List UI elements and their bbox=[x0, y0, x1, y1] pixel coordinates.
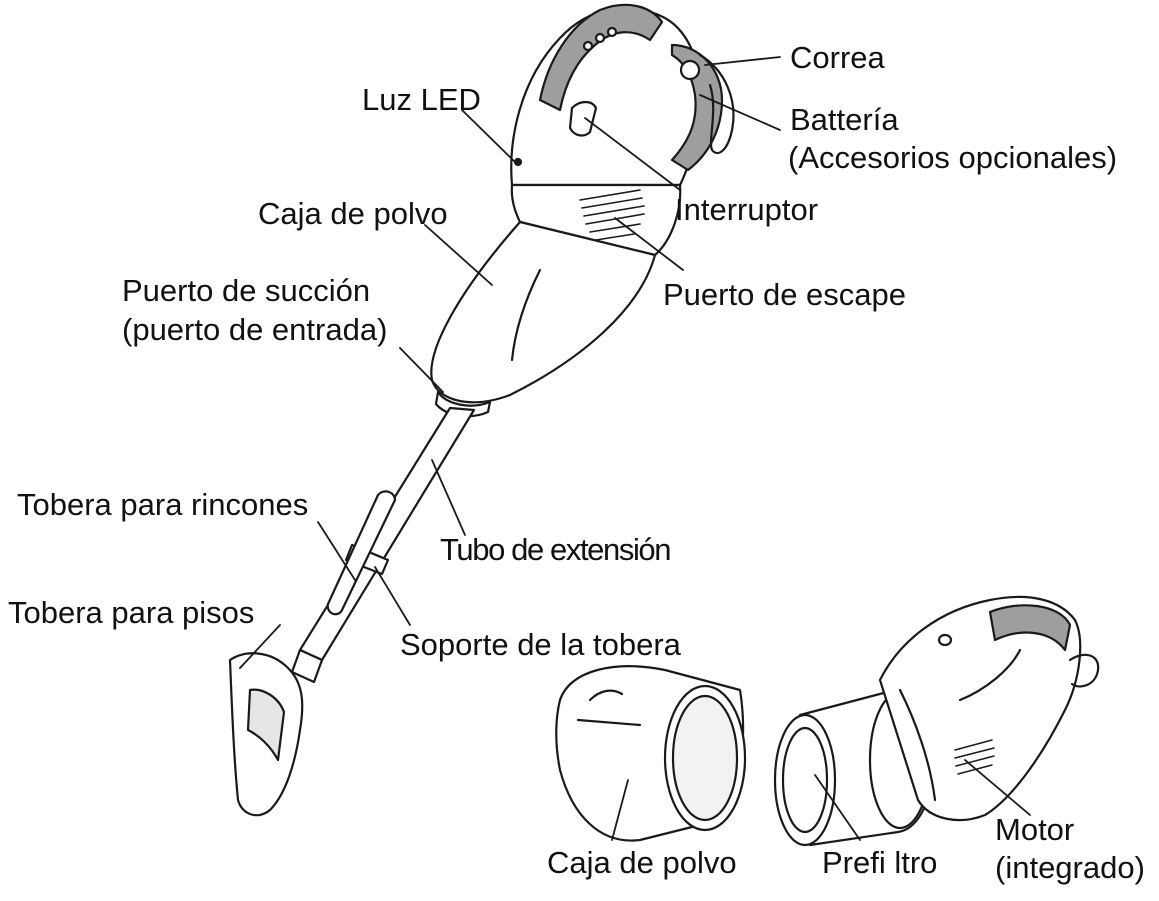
motor-unit bbox=[878, 595, 1100, 822]
leader-prefiltro bbox=[814, 774, 861, 841]
label-puerto-succion-line1: Puerto de succión bbox=[122, 273, 371, 308]
motor-strap bbox=[1068, 653, 1100, 688]
leader-tubo bbox=[431, 459, 466, 536]
label-soporte-tobera: Soporte de la tobera bbox=[400, 627, 681, 662]
label-motor-line2: (integrado) bbox=[995, 850, 1145, 885]
switch bbox=[568, 100, 598, 137]
indicator-dot bbox=[582, 40, 594, 52]
crevice-nozzle bbox=[326, 490, 397, 616]
dust-case bbox=[430, 220, 657, 404]
leader-correa bbox=[704, 56, 781, 66]
dust-case-highlight bbox=[510, 268, 542, 362]
label-correa: Correa bbox=[790, 40, 885, 75]
label-tobera-rincones: Tobera para rincones bbox=[17, 487, 309, 522]
label-bateria-line1: Battería bbox=[790, 102, 899, 137]
leader-lines bbox=[239, 56, 1031, 841]
battery-pack bbox=[670, 43, 724, 172]
label-luz-led: Luz LED bbox=[362, 82, 481, 117]
leader-puerto-escape bbox=[614, 217, 684, 271]
label-tobera-pisos: Tobera para pisos bbox=[8, 595, 255, 630]
leader-tobera-pisos bbox=[239, 624, 281, 669]
motor-grip bbox=[988, 604, 1072, 652]
label-motor-line1: Motor bbox=[995, 812, 1075, 847]
label-tubo-extension: Tubo de extensión bbox=[440, 532, 672, 567]
leader-interruptor bbox=[584, 117, 681, 191]
label-puerto-escape: Puerto de escape bbox=[663, 277, 907, 312]
dust-case-part bbox=[555, 665, 747, 842]
leader-puerto-succion bbox=[399, 347, 444, 393]
floor-nozzle-shade bbox=[246, 688, 286, 762]
label-interruptor: Interruptor bbox=[675, 192, 819, 227]
leader-soporte bbox=[374, 566, 411, 626]
leader-tobera-rincones bbox=[317, 521, 356, 581]
floor-nozzle-joint bbox=[290, 648, 324, 684]
leader-caja-polvo-top bbox=[424, 224, 493, 286]
leader-motor bbox=[964, 759, 1031, 816]
strap bbox=[698, 53, 735, 155]
leader-bateria bbox=[699, 94, 781, 131]
leader-luz-led bbox=[461, 109, 516, 163]
leader-caja-polvo-bottom bbox=[611, 779, 629, 841]
label-caja-polvo-bottom: Caja de polvo bbox=[547, 845, 737, 880]
strap-button bbox=[679, 59, 701, 81]
label-bateria-line2: (Accesorios opcionales) bbox=[788, 140, 1118, 175]
label-caja-polvo-top: Caja de polvo bbox=[258, 196, 448, 231]
indicator-dot bbox=[606, 26, 618, 38]
label-puerto-succion-line2: (puerto de entrada) bbox=[122, 312, 388, 347]
handle-grip bbox=[538, 3, 664, 112]
label-prefiltro: Prefi ltro bbox=[822, 845, 938, 880]
indicator-dot bbox=[594, 32, 606, 44]
assembled-vacuum bbox=[228, 3, 735, 817]
